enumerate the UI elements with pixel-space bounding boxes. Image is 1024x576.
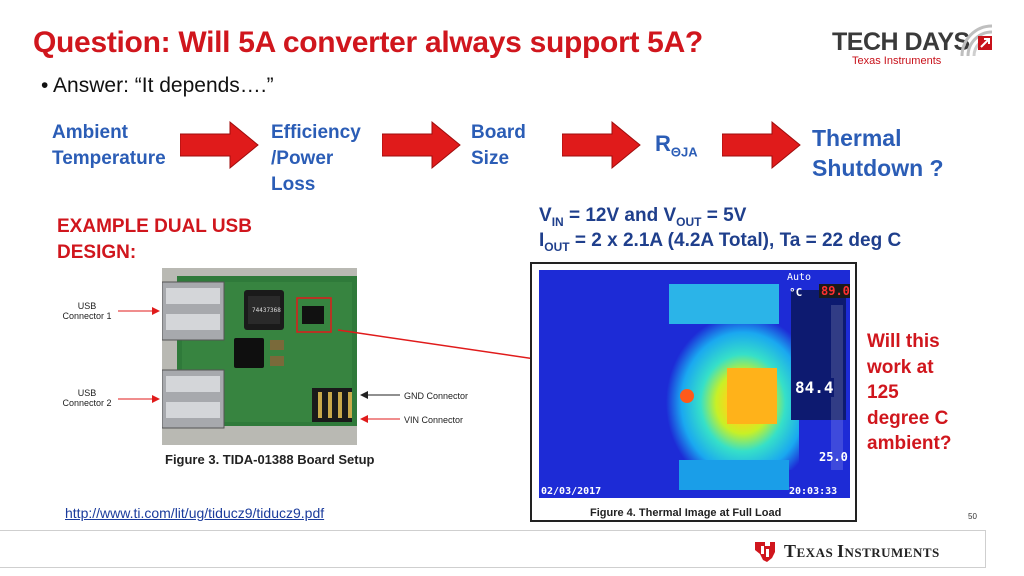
tech-days-logo: TECH DAYS Texas Instruments [832, 24, 993, 78]
spec-voltage: VIN = 12V and VOUT = 5V [539, 205, 747, 229]
flow-arrow-4 [722, 120, 801, 170]
flow-r-theta-ja: RΘJA [655, 131, 698, 160]
slide-title: Question: Will 5A converter always suppo… [33, 26, 703, 59]
thermal-min-temp: 25.0 [819, 450, 848, 464]
label-usb-connector-1: USB Connector 1 [62, 301, 112, 321]
tech-days-logo-sub: Texas Instruments [852, 55, 942, 67]
spec-current: IOUT = 2 x 2.1A (4.2A Total), Ta = 22 de… [539, 230, 902, 254]
flow-efficiency-power-loss: Efficiency /Power Loss [271, 122, 361, 195]
wifi-signal-icon [960, 24, 993, 57]
thermal-max-temp: 89.0 [819, 284, 850, 298]
flow-arrow-3 [562, 120, 641, 170]
board-photo: 74437368 [162, 268, 357, 445]
ti-footer-wordmark: TEXAS INSTRUMENTS [784, 540, 940, 561]
thermal-figure-caption: Figure 4. Thermal Image at Full Load [590, 507, 782, 519]
ti-footer-logo: TEXAS INSTRUMENTS [752, 538, 940, 564]
ti-logo-icon [755, 542, 775, 562]
example-heading: EXAMPLE DUAL USB DESIGN: [57, 216, 252, 263]
reference-link[interactable]: http://www.ti.com/lit/ug/tiducz9/tiducz9… [65, 505, 325, 521]
question-text: Will this work at 125 degree C ambient? [867, 331, 952, 454]
flow-arrow-1 [180, 120, 259, 170]
flow-ambient-temperature: Ambient Temperature [52, 122, 166, 169]
slide-number: 50 [968, 512, 977, 521]
thermal-unit: °C [789, 286, 803, 299]
answer-text: Answer: “It depends….” [53, 74, 274, 97]
thermal-mode: Auto [787, 272, 812, 283]
label-gnd-connector: GND Connector [404, 391, 469, 401]
answer-bullet: • Answer: “It depends….” [41, 74, 274, 98]
thermal-image-frame: Auto °C 89.0 84.4 25.0 02/03/2017 20:03:… [530, 262, 857, 522]
thermal-time: 20:03:33 [789, 486, 838, 497]
footer-bar [0, 530, 986, 568]
label-vin-connector: VIN Connector [404, 415, 464, 425]
board-illustration: 74437368 [162, 268, 357, 445]
thermal-spot-temp: 84.4 [795, 378, 834, 397]
bullet-symbol: • [41, 74, 49, 97]
flow-arrow-2 [382, 120, 461, 170]
flow-thermal-shutdown: Thermal Shutdown ? [812, 125, 944, 181]
board-figure-caption: Figure 3. TIDA-01388 Board Setup [165, 452, 375, 467]
thermal-date: 02/03/2017 [541, 486, 602, 497]
tech-days-logo-main: TECH DAYS [832, 28, 970, 56]
flow-board-size: Board Size [471, 122, 526, 169]
label-usb-connector-2: USB Connector 2 [62, 388, 112, 408]
thermal-image: Auto °C 89.0 84.4 25.0 02/03/2017 20:03:… [539, 270, 850, 498]
inductor-marking: 74437368 [252, 307, 281, 314]
